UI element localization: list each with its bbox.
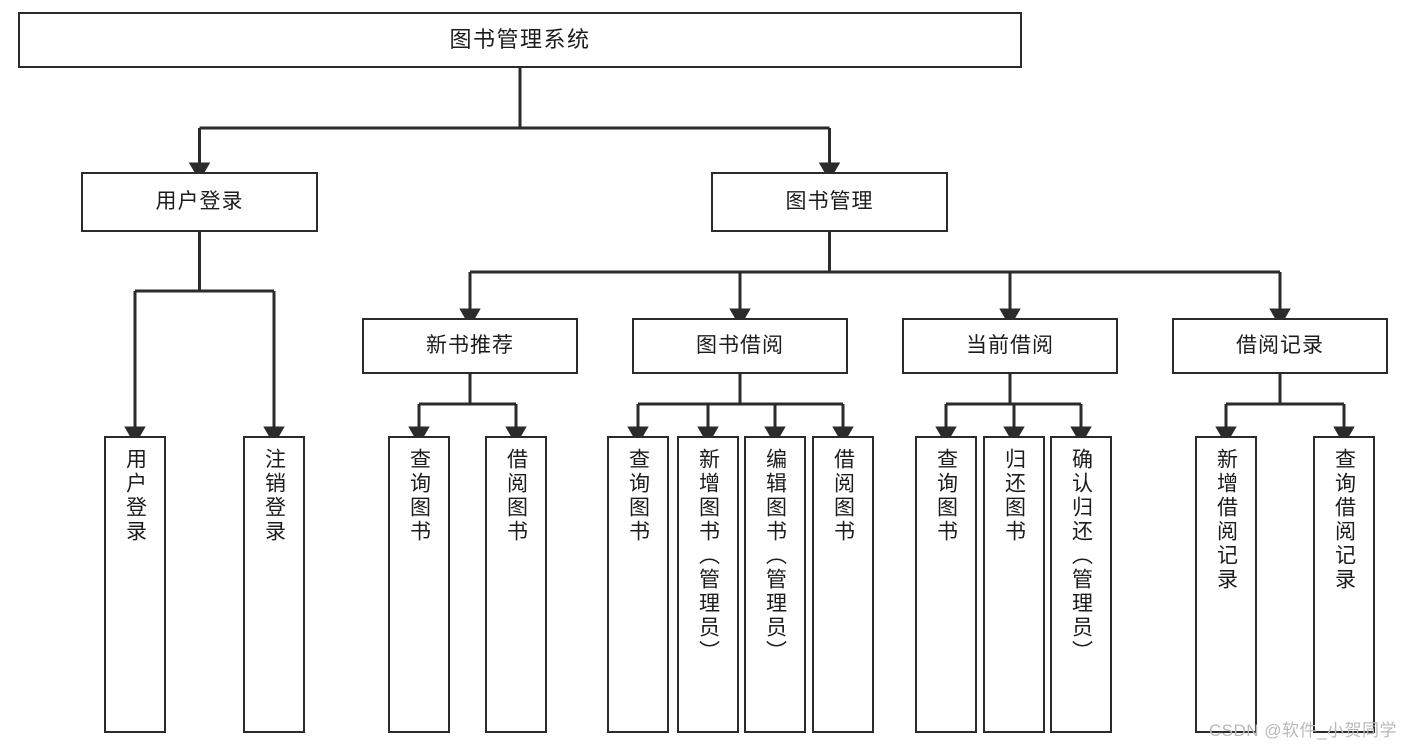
node-label: 注销登录: [262, 448, 286, 544]
node-label: 归还图书: [1002, 448, 1026, 544]
node-l-query1[interactable]: 查询图书: [388, 436, 450, 733]
node-newbook[interactable]: 新书推荐: [362, 318, 578, 374]
node-l-addrec[interactable]: 新增借阅记录: [1195, 436, 1257, 733]
node-l-editbook[interactable]: 编辑图书（管理员）: [744, 436, 806, 733]
node-l-query3[interactable]: 查询图书: [915, 436, 977, 733]
node-root[interactable]: 图书管理系统: [18, 12, 1022, 68]
node-label: 用户登录: [155, 189, 244, 213]
node-label: 确认归还（管理员）: [1069, 448, 1093, 664]
node-label: 借阅图书: [504, 448, 528, 544]
node-label: 查询借阅记录: [1332, 448, 1356, 592]
node-current[interactable]: 当前借阅: [902, 318, 1118, 374]
node-label: 借阅图书: [831, 448, 855, 544]
node-label: 新增借阅记录: [1214, 448, 1238, 592]
node-label: 图书借阅: [696, 333, 784, 357]
node-records[interactable]: 借阅记录: [1172, 318, 1388, 374]
node-label: 图书管理系统: [449, 27, 591, 53]
node-l-login[interactable]: 用户登录: [104, 436, 166, 733]
node-l-logout[interactable]: 注销登录: [243, 436, 305, 733]
node-l-borrow2[interactable]: 借阅图书: [812, 436, 874, 733]
node-label: 查询图书: [626, 448, 650, 544]
node-label: 图书管理: [785, 189, 874, 213]
node-label: 新增图书（管理员）: [696, 448, 720, 664]
csdn-watermark: CSDN @软件_小贺同学: [1208, 721, 1397, 740]
node-label: 查询图书: [407, 448, 431, 544]
node-label: 查询图书: [934, 448, 958, 544]
node-l-addbook[interactable]: 新增图书（管理员）: [677, 436, 739, 733]
node-label: 新书推荐: [426, 333, 514, 357]
node-label: 编辑图书（管理员）: [763, 448, 787, 664]
node-l-return[interactable]: 归还图书: [983, 436, 1045, 733]
node-login[interactable]: 用户登录: [81, 172, 318, 232]
node-bookmgmt[interactable]: 图书管理: [711, 172, 948, 232]
node-label: 用户登录: [123, 448, 147, 544]
node-label: 借阅记录: [1236, 333, 1324, 357]
node-l-borrow1[interactable]: 借阅图书: [485, 436, 547, 733]
node-l-query2[interactable]: 查询图书: [607, 436, 669, 733]
node-borrow[interactable]: 图书借阅: [632, 318, 848, 374]
node-l-queryrec[interactable]: 查询借阅记录: [1313, 436, 1375, 733]
node-l-confirm[interactable]: 确认归还（管理员）: [1050, 436, 1112, 733]
node-label: 当前借阅: [966, 333, 1054, 357]
